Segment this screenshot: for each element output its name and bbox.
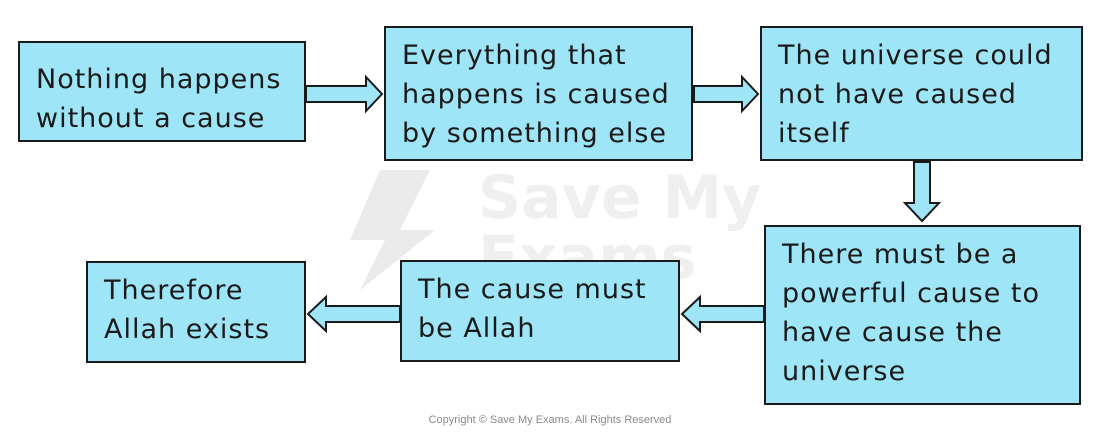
flow-box-allah-exists: Therefore Allah exists [86,261,306,363]
flow-box-cause-allah: The cause must be Allah [400,260,680,362]
watermark-logo-icon [350,170,435,290]
flow-box-everything-caused: Everything that happens is caused by som… [384,26,693,161]
flow-box-no-cause: Nothing happens without a cause [18,41,306,142]
arrow-right-icon [693,74,760,114]
flow-box-universe-not-self-caused: The universe could not have caused itsel… [760,26,1083,161]
arrow-down-icon [902,161,942,223]
copyright-footer: Copyright © Save My Exams. All Rights Re… [428,414,672,426]
arrow-left-icon [306,294,401,334]
arrow-left-icon [680,294,765,334]
arrow-right-icon [305,74,384,114]
flow-box-powerful-cause: There must be a powerful cause to have c… [764,225,1081,405]
watermark-line-1: Save My [478,163,762,233]
